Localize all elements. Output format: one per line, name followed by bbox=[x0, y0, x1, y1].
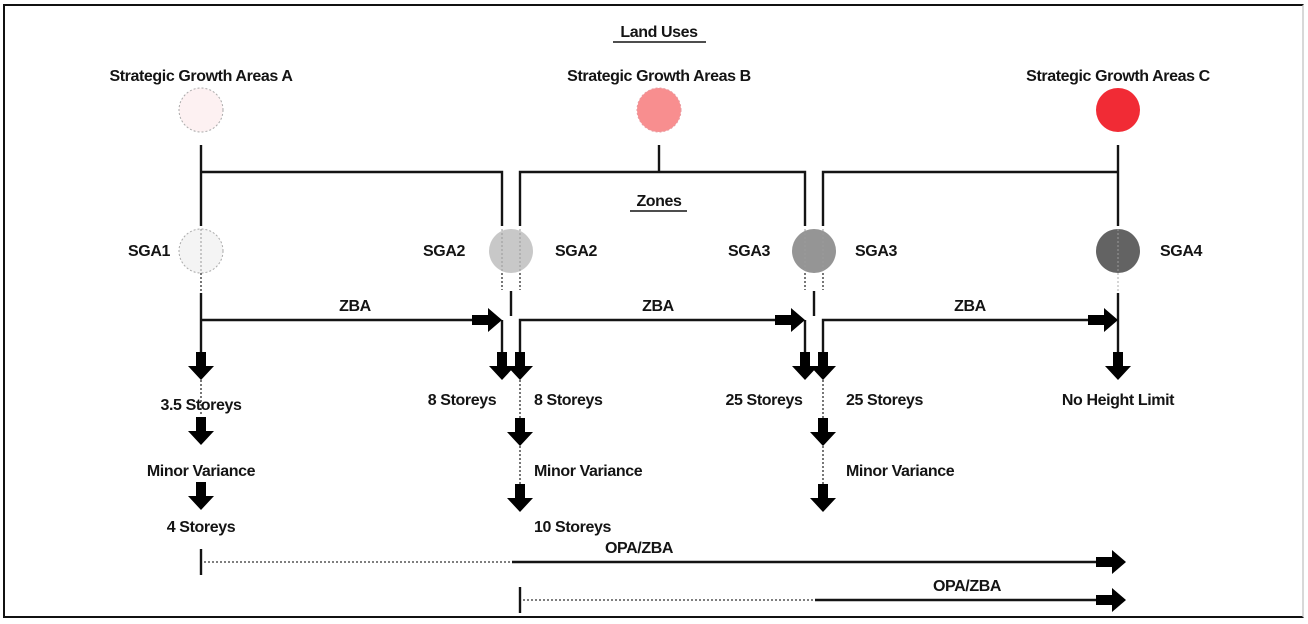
opa-zba-row-1 bbox=[199, 549, 1126, 575]
sga3-left-height: 25 Storeys bbox=[726, 392, 803, 409]
arrow-down-icon bbox=[1105, 352, 1131, 380]
sga2-minor-variance: Minor Variance bbox=[534, 463, 643, 480]
opa-zba-arrow-right-icon bbox=[1096, 588, 1126, 612]
zone-sga1-label: SGA1 bbox=[128, 243, 170, 260]
land-use-b-label: Strategic Growth Areas B bbox=[567, 68, 751, 85]
land-use-a-circle bbox=[178, 87, 224, 133]
zba-label-2: ZBA bbox=[642, 298, 675, 315]
land-use-b-circle bbox=[636, 87, 682, 133]
zba-flow-lines bbox=[199, 291, 1120, 352]
arrow-down-icon bbox=[188, 352, 214, 380]
zba-arrow-right-icon bbox=[472, 308, 502, 332]
zba-label-1: ZBA bbox=[339, 298, 372, 315]
arrow-down-icon bbox=[507, 352, 533, 380]
arrow-down-icon bbox=[810, 352, 836, 380]
arrow-down-icon bbox=[188, 417, 214, 445]
zone-sga2-left-label: SGA2 bbox=[423, 243, 465, 260]
zba-arrow-right-icon bbox=[1088, 308, 1118, 332]
zone-sga3-circle bbox=[792, 229, 836, 273]
zone-dotted-guides bbox=[200, 229, 1119, 292]
arrow-down-icon bbox=[810, 484, 836, 512]
opa-zba-label-1: OPA/ZBA bbox=[605, 540, 674, 557]
zone-sga3-left-label: SGA3 bbox=[728, 243, 770, 260]
arrow-down-icon bbox=[810, 418, 836, 446]
sga2-right-height-2: 10 Storeys bbox=[534, 519, 611, 536]
zone-sga4-label: SGA4 bbox=[1160, 243, 1202, 260]
land-uses-header: Land Uses bbox=[620, 24, 698, 41]
sga4-height: No Height Limit bbox=[1062, 392, 1175, 409]
sga3-minor-variance: Minor Variance bbox=[846, 463, 955, 480]
sga2-left-height: 8 Storeys bbox=[428, 392, 497, 409]
zone-sga2-circle bbox=[489, 229, 533, 273]
arrow-down-icon bbox=[507, 484, 533, 512]
opa-zba-row-2 bbox=[518, 587, 1126, 613]
sga1-minor-variance: Minor Variance bbox=[147, 463, 256, 480]
land-use-a-label: Strategic Growth Areas A bbox=[109, 68, 293, 85]
zone-sga3-right-label: SGA3 bbox=[855, 243, 897, 260]
zones-header: Zones bbox=[636, 193, 682, 210]
land-use-c-circle bbox=[1096, 88, 1140, 132]
opa-zba-label-2: OPA/ZBA bbox=[933, 578, 1002, 595]
zone-sga2-right-label: SGA2 bbox=[555, 243, 597, 260]
sga1-height-2: 4 Storeys bbox=[167, 519, 236, 536]
sga2-right-height-1: 8 Storeys bbox=[534, 392, 603, 409]
land-use-c-label: Strategic Growth Areas C bbox=[1026, 68, 1210, 85]
land-use-connectors bbox=[199, 145, 1120, 226]
arrow-down-icon bbox=[507, 418, 533, 446]
sga1-height-1: 3.5 Storeys bbox=[161, 397, 242, 414]
arrow-down-icon bbox=[188, 482, 214, 510]
zba-label-3: ZBA bbox=[954, 298, 987, 315]
opa-zba-arrow-right-icon bbox=[1096, 550, 1126, 574]
zba-arrow-right-icon bbox=[775, 308, 805, 332]
sga3-right-height-1: 25 Storeys bbox=[846, 392, 923, 409]
